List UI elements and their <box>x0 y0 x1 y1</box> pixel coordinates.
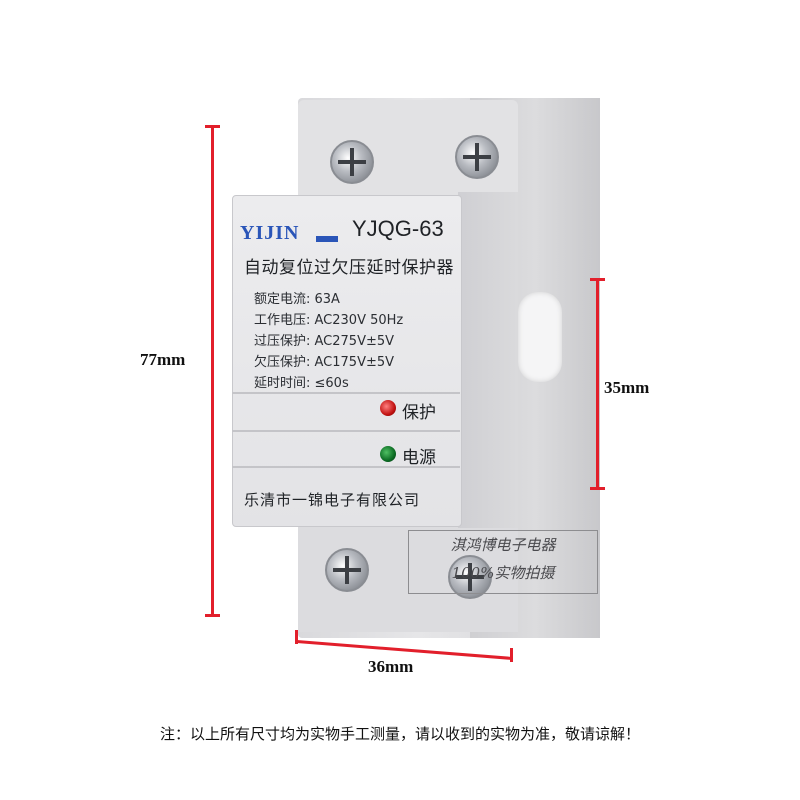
spec-undervoltage: 欠压保护: AC175V±5V <box>254 355 395 370</box>
front-height-dimension-line <box>596 278 599 490</box>
watermark-line-1: 淇鸿博电子电器 <box>450 536 556 554</box>
front-ridge <box>232 392 460 394</box>
front-ridge <box>232 466 460 468</box>
front-sidewall <box>458 192 518 528</box>
model-number: YJQG-63 <box>352 216 444 241</box>
power-led-icon <box>380 446 396 462</box>
bottom-left-screw-icon <box>325 548 369 592</box>
width-dimension-label: 36mm <box>368 657 414 676</box>
spec-working-voltage: 工作电压: AC230V 50Hz <box>254 313 404 328</box>
manufacturer-name: 乐清市一锦电子有限公司 <box>244 491 421 509</box>
watermark: 淇鸿博电子电器 100%实物拍摄 <box>408 530 598 594</box>
front-label-panel <box>232 195 462 527</box>
front-ridge <box>232 430 460 432</box>
front-height-dimension-tick <box>590 278 605 281</box>
protect-led-icon <box>380 400 396 416</box>
height-dimension-tick <box>205 614 220 617</box>
front-height-dimension-tick <box>590 487 605 490</box>
protect-label: 保护 <box>402 403 436 423</box>
brand-logo: YIJIN <box>240 222 300 244</box>
height-dimension-label: 77mm <box>140 350 186 369</box>
top-left-screw-icon <box>330 140 374 184</box>
product-name: 自动复位过欠压延时保护器 <box>244 258 454 278</box>
height-dimension-line <box>211 125 214 617</box>
footer-note: 注：以上所有尺寸均为实物手工测量，请以收到的实物为准，敬请谅解！ <box>159 725 640 743</box>
bottom-right-screw-icon <box>448 555 492 599</box>
spec-delay-time: 延时时间: ≤60s <box>254 376 349 391</box>
front-height-dimension-label: 35mm <box>604 378 650 397</box>
top-right-screw-icon <box>455 135 499 179</box>
height-dimension-tick <box>205 125 220 128</box>
watermark-line-2: 100%实物拍摄 <box>451 564 555 582</box>
brand-logo-bar <box>316 236 338 242</box>
power-label: 电源 <box>402 448 436 468</box>
side-port <box>518 292 562 382</box>
width-dimension-tick <box>510 648 513 662</box>
spec-overvoltage: 过压保护: AC275V±5V <box>254 334 395 349</box>
width-dimension-tick <box>295 630 298 644</box>
spec-rated-current: 额定电流: 63A <box>254 292 340 307</box>
